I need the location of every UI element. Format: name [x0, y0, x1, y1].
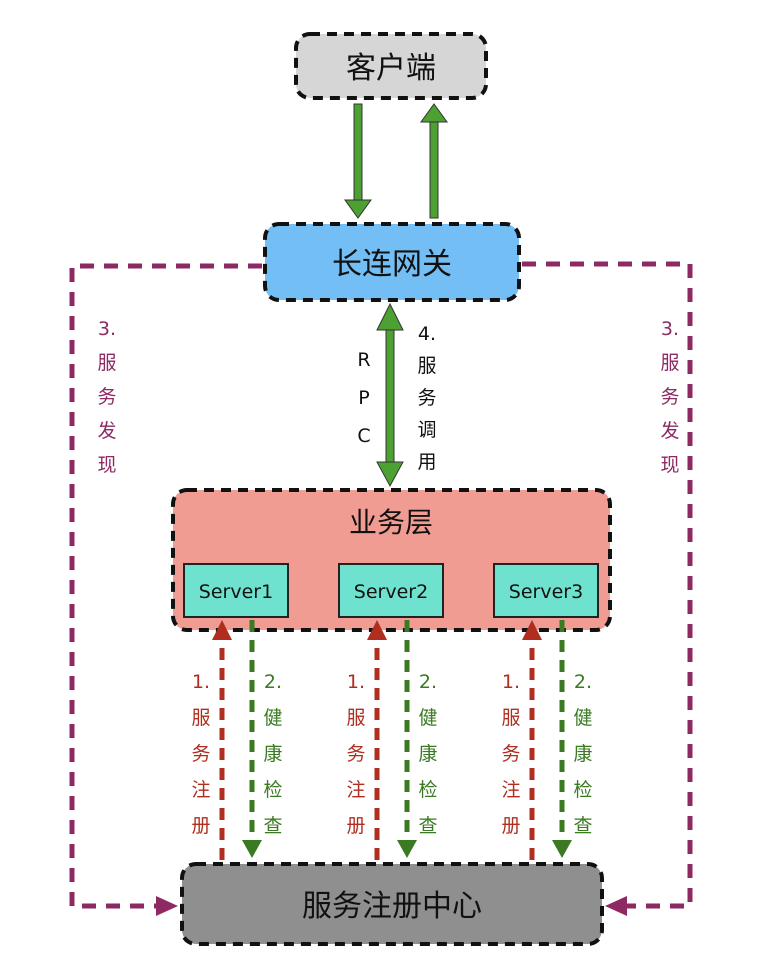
- server-3-box: [493, 563, 599, 618]
- register-arrowhead: [522, 620, 542, 640]
- label-char: 调: [417, 419, 436, 441]
- label-char: 康: [418, 743, 437, 765]
- gateway-node[interactable]: 长连网关: [263, 222, 521, 302]
- label-char: R: [357, 349, 370, 371]
- register-arrowhead: [212, 620, 232, 640]
- label-char: 注: [346, 779, 365, 801]
- label-char: 查: [263, 815, 282, 837]
- label-char: 康: [573, 743, 592, 765]
- discovery-arrowhead-left: [156, 896, 178, 916]
- label-char: 注: [501, 779, 520, 801]
- client-node[interactable]: 客户端: [294, 32, 488, 100]
- label-char: C: [357, 425, 370, 447]
- label-char: 查: [418, 815, 437, 837]
- gateway-to-client-arrow: [420, 103, 448, 219]
- gateway-box: [263, 222, 521, 302]
- registry-box: [180, 862, 604, 946]
- label-char: 务: [417, 387, 436, 409]
- server-1-box: [183, 563, 289, 618]
- label-char: 服: [660, 352, 679, 374]
- client-to-gateway-arrow: [344, 103, 372, 219]
- discovery-path-right: [522, 261, 693, 916]
- register-label: 1. 服务注册: [191, 671, 210, 837]
- label-char: 1.: [502, 671, 520, 693]
- label-char: 册: [501, 815, 520, 837]
- label-char: 服: [346, 707, 365, 729]
- label-char: 现: [97, 454, 116, 476]
- discovery-arrowhead-right: [605, 896, 627, 916]
- server-2-label: Server2: [354, 581, 428, 603]
- server-3-node[interactable]: Server3: [493, 563, 599, 618]
- label-char: 检: [418, 779, 437, 801]
- label-char: 服: [501, 707, 520, 729]
- discovery-path-left: [69, 263, 262, 916]
- server-2-node[interactable]: Server2: [338, 563, 444, 618]
- health-arrowhead: [397, 840, 417, 858]
- label-char: 务: [97, 386, 116, 408]
- server-1-label: Server1: [199, 581, 273, 603]
- label-char: 服: [191, 707, 210, 729]
- server-2-box: [338, 563, 444, 618]
- label-char: 发: [97, 420, 116, 442]
- label-char: 注: [191, 779, 210, 801]
- label-char: 健: [418, 707, 437, 729]
- register-label: 1. 服务注册: [346, 671, 365, 837]
- client-label: 客户端: [346, 51, 436, 86]
- label-char: 务: [660, 386, 679, 408]
- label-char: 健: [573, 707, 592, 729]
- label-char: 2.: [419, 671, 437, 693]
- label-char: 4.: [418, 323, 436, 345]
- label-char: 1.: [347, 671, 365, 693]
- health-arrowhead: [552, 840, 572, 858]
- label-char: 用: [417, 451, 436, 473]
- label-char: 查: [573, 815, 592, 837]
- label-char: 1.: [192, 671, 210, 693]
- rpc-label: RPC: [357, 349, 370, 447]
- label-char: 2.: [264, 671, 282, 693]
- label-char: 3.: [98, 318, 116, 340]
- server-3-label: Server3: [509, 581, 583, 603]
- label-char: P: [358, 387, 369, 409]
- label-char: 册: [346, 815, 365, 837]
- register-arrowhead: [367, 620, 387, 640]
- label-char: 务: [346, 743, 365, 765]
- label-char: 健: [263, 707, 282, 729]
- label-char: 2.: [574, 671, 592, 693]
- label-char: 检: [263, 779, 282, 801]
- rpc-double-arrow: [376, 302, 404, 488]
- client-box: [294, 32, 488, 100]
- label-char: 服: [97, 352, 116, 374]
- health-arrowhead: [242, 840, 262, 858]
- label-char: 服: [417, 355, 436, 377]
- registry-label: 服务注册中心: [302, 889, 482, 924]
- registry-node[interactable]: 服务注册中心: [180, 862, 604, 946]
- label-char: 册: [191, 815, 210, 837]
- business-layer-label: 业务层: [349, 506, 433, 539]
- label-char: 务: [191, 743, 210, 765]
- label-char: 3.: [661, 318, 679, 340]
- label-char: 发: [660, 420, 679, 442]
- register-label: 1. 服务注册: [501, 671, 520, 837]
- label-char: 康: [263, 743, 282, 765]
- gateway-label: 长连网关: [332, 247, 452, 282]
- label-char: 务: [501, 743, 520, 765]
- server-1-node[interactable]: Server1: [183, 563, 289, 618]
- label-char: 检: [573, 779, 592, 801]
- label-char: 现: [660, 454, 679, 476]
